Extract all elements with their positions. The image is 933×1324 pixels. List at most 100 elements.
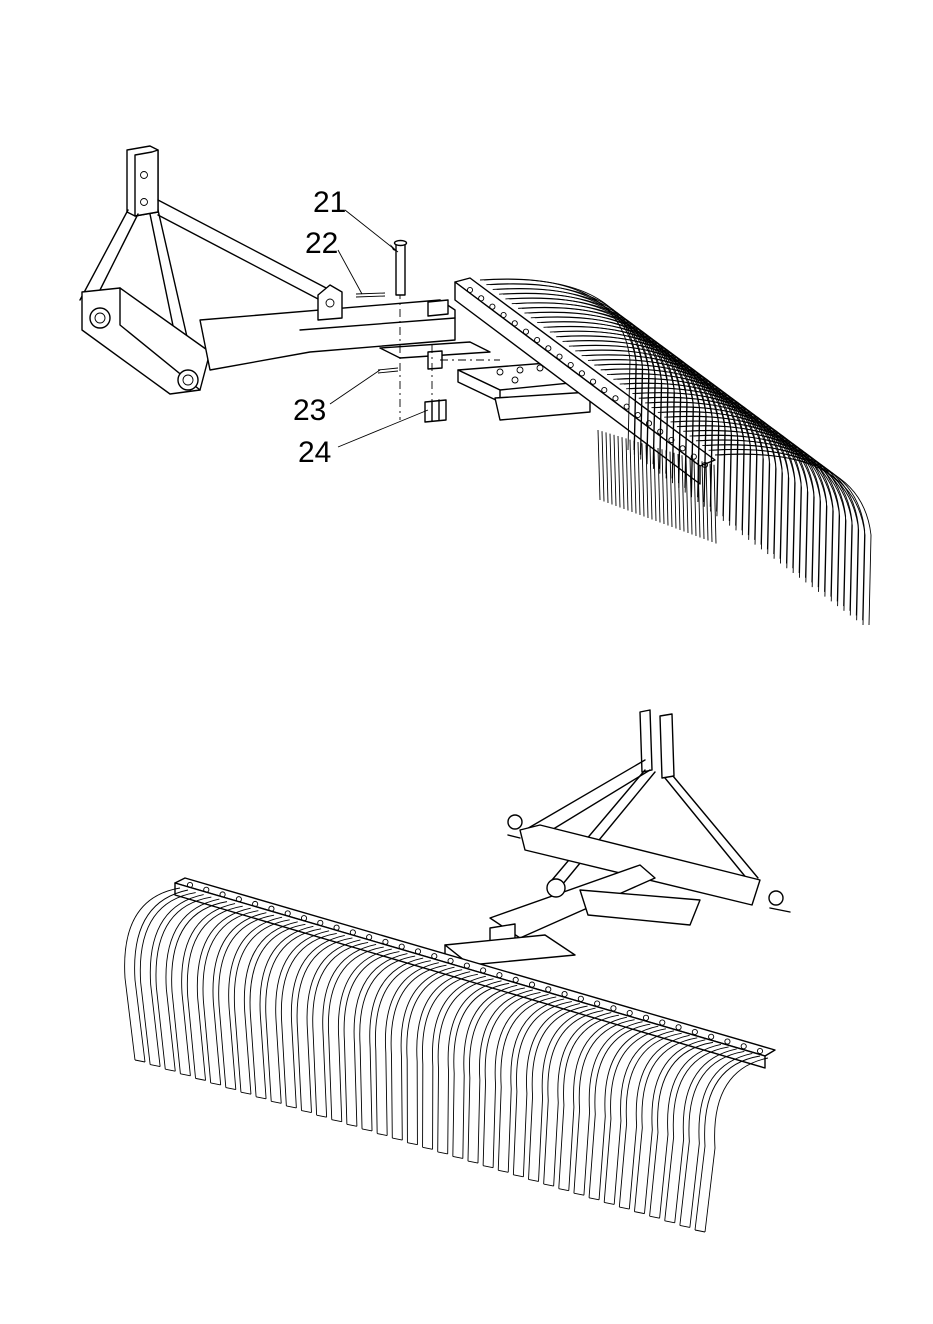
tine-edge (354, 954, 407, 1127)
tine-edge (599, 1026, 658, 1200)
tine-tip (650, 1216, 660, 1218)
tine-tip (165, 1069, 175, 1071)
tine-end (642, 443, 644, 516)
tine-tip (286, 1106, 296, 1108)
tine-end (614, 435, 616, 506)
tine-edge (370, 958, 423, 1131)
tine-edge (197, 908, 250, 1080)
tine-tip (513, 1175, 523, 1177)
callout-23-label: 23 (293, 394, 326, 427)
tine-tip (301, 1111, 311, 1113)
tine-tip (574, 1193, 584, 1195)
callout-24-label: 24 (298, 436, 331, 469)
tine-tip (196, 1078, 206, 1080)
tine-tip (438, 1152, 448, 1154)
tine-tip (362, 1129, 372, 1131)
tine-tip (150, 1065, 160, 1067)
tine-edge (182, 904, 235, 1076)
callout-21-label: 21 (313, 186, 346, 219)
lower-cross-bar (82, 288, 210, 394)
tine-end (630, 440, 632, 512)
tine-tip (695, 1230, 705, 1232)
tine-tip (180, 1074, 190, 1076)
tine-edge (629, 1035, 689, 1209)
tine-tip (544, 1184, 554, 1186)
tine-tip (135, 1060, 145, 1062)
tine-tip (665, 1221, 675, 1223)
tine (574, 1020, 635, 1194)
callout-22: 22 (305, 227, 362, 294)
tine-edge (554, 1013, 612, 1186)
tine-edge (276, 931, 329, 1103)
tine-end (598, 430, 600, 500)
bushing-24 (425, 400, 446, 422)
tine-tip (256, 1097, 266, 1099)
tine-edge (213, 913, 266, 1085)
tine-edge (463, 985, 517, 1158)
tine (589, 1024, 650, 1198)
tine-tip (529, 1179, 539, 1181)
callout-22-label: 22 (305, 227, 338, 260)
tine-tip (423, 1147, 433, 1149)
tine-edge (229, 917, 282, 1089)
tine-end (666, 450, 668, 525)
tine-end (650, 446, 652, 520)
tine-edge (401, 967, 454, 1140)
tine-end (706, 462, 708, 540)
tine-end (622, 437, 624, 509)
assembled-rake-tines (125, 888, 768, 1232)
tine-tip (347, 1124, 357, 1126)
hitch-mast (127, 146, 158, 216)
tine-edge (569, 1017, 627, 1191)
tine-end (606, 432, 608, 503)
cotter-23 (378, 368, 398, 373)
tine-edge (614, 1031, 674, 1205)
tine-tip (226, 1088, 236, 1090)
tine (680, 1051, 744, 1225)
tine-tip (604, 1202, 614, 1204)
tine-edge (584, 1022, 643, 1196)
clip-22 (356, 293, 385, 297)
tine-tip (453, 1156, 463, 1158)
tine-tip (468, 1161, 478, 1163)
tine-edge (690, 1053, 752, 1227)
tine-tip (680, 1225, 690, 1227)
tine-end (662, 449, 664, 524)
tine-end (618, 436, 620, 508)
tine-edge (417, 972, 470, 1145)
tine-tip (559, 1189, 569, 1191)
tine-edge (385, 963, 438, 1136)
tine-tip (241, 1092, 251, 1094)
assembled-rake-drawing (0, 660, 933, 1324)
tine-tip (332, 1120, 342, 1122)
tine-tip (211, 1083, 221, 1085)
tine-end (654, 447, 656, 521)
tine (695, 1056, 760, 1230)
tine-tip (619, 1207, 629, 1209)
tine-edge (244, 922, 297, 1094)
tine-tip (483, 1166, 493, 1168)
tine-edge (291, 935, 344, 1108)
tine-edge (448, 981, 502, 1154)
tine-tip (317, 1115, 327, 1117)
tine-tip (271, 1101, 281, 1103)
tine-end (610, 434, 612, 505)
tine-tip (407, 1143, 417, 1145)
exploded-assembly-drawing: 21 22 23 24 (0, 0, 933, 660)
tine (665, 1047, 729, 1221)
tine-edge (705, 1058, 768, 1232)
tine-end (634, 441, 636, 514)
callout-23: 23 (293, 370, 380, 427)
tine-end (714, 465, 716, 544)
tine-edge (432, 976, 485, 1149)
tine-tip (392, 1138, 402, 1140)
pin-21 (395, 241, 407, 296)
tine-tip (589, 1198, 599, 1200)
tine-end (638, 442, 640, 515)
tine-end (602, 431, 604, 501)
tine-tip (634, 1212, 644, 1214)
tine-tip (377, 1134, 387, 1136)
tine-tip (498, 1170, 508, 1172)
tine-edge (260, 926, 313, 1098)
